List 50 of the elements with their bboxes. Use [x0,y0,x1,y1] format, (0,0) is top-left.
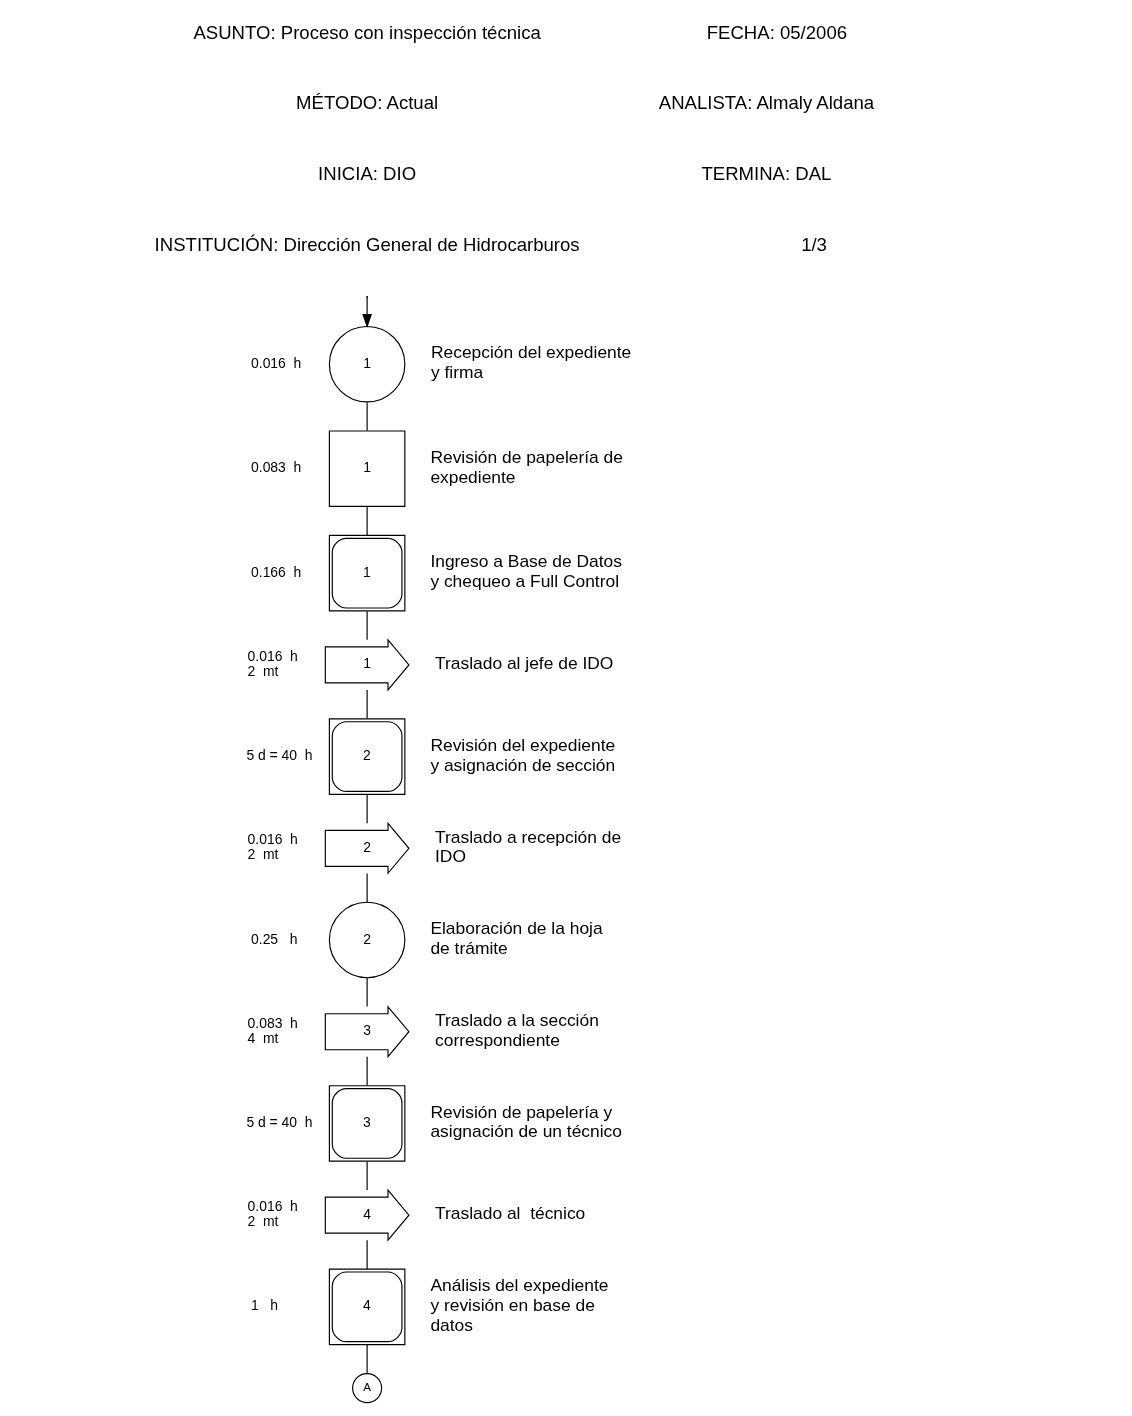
node-label: 5 d = 40 h [245,1114,313,1131]
node-label: 0.166 h [250,563,301,580]
node-label: 0.016 h [247,647,298,664]
node-label: 2 mt [247,663,278,680]
connector [366,506,368,536]
node-label: 0.016 h [247,1198,298,1215]
node-label: 0.25 h [250,930,297,947]
node-label: Traslado a recepción de IDO [434,826,621,867]
label: TERMINA: DAL [700,163,831,185]
node-label: 0.083 h [250,459,301,476]
node-label: Revisión de papelería de expediente [429,446,623,487]
label: ANALISTA: Almaly Aldana [658,92,874,114]
node-label: Recepción del expediente y firma [430,342,631,383]
node-label: Traslado al jefe de IDO [434,652,613,673]
node-label: Ingreso a Base de Datos y chequeo a Full Control [429,551,622,592]
connector [366,401,368,432]
connector [366,872,368,903]
connector [366,794,368,824]
node-label: 0.016 h [247,831,298,848]
connector [366,1344,368,1375]
connector [366,1239,368,1270]
node-label: Traslado a la sección correspondiente [434,1009,599,1050]
node-circle: 2 [328,901,405,979]
label: INSTITUCIÓN: Dirección General de Hidrocarburos [154,234,580,256]
connector [366,689,368,720]
node-circle: A [351,1373,382,1404]
arrow [361,297,372,328]
node-box: 1 [328,430,405,507]
node-label: 5 d = 40 h [245,747,313,764]
label: INICIA: DIO [317,163,416,185]
node-label: Revisión de papelería y asignación de un técnico [429,1101,622,1142]
label: ASUNTO: Proceso con inspección técnica [192,21,541,43]
connector [366,1160,368,1191]
node-label: Traslado al técnico [434,1203,585,1224]
node-circle: 1 [328,325,405,403]
node-label: 0.016 h [250,354,301,371]
connector [366,977,368,1008]
node-label: 2 mt [247,846,278,863]
node-label: 2 mt [247,1213,278,1230]
connector [366,610,368,641]
connector [366,1056,368,1087]
node-label: 1 h [250,1297,278,1314]
label: 1/3 [800,234,827,256]
node-label: Elaboración de la hoja de trámite [429,918,603,958]
label: FECHA: 05/2006 [706,21,847,43]
node-label: Revisión del expediente y asignación de sección [429,734,615,775]
node-label: 0.083 h [247,1014,298,1031]
label: MÉTODO: Actual [295,92,438,114]
node-label: Análisis del expediente y revisión en base de datos [429,1275,608,1335]
node-label: 4 mt [247,1029,278,1046]
